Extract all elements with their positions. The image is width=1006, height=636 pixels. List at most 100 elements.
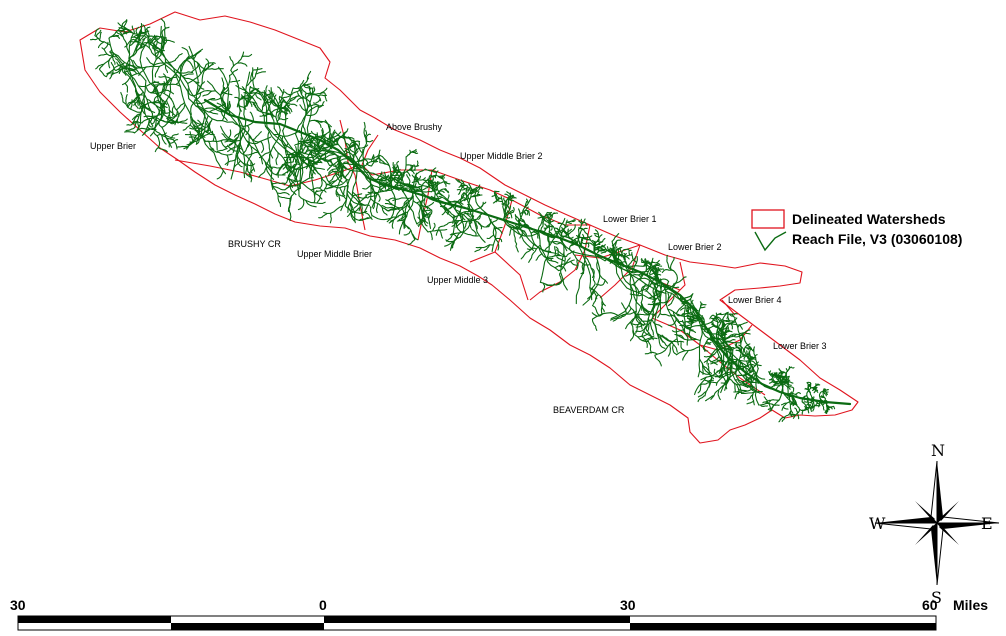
tributary-stream (522, 219, 530, 228)
tributary-stream (243, 85, 252, 108)
label-lower-brier-4: Lower Brier 4 (728, 295, 782, 305)
tributary-stream (246, 134, 250, 148)
tributary-stream (593, 241, 603, 247)
tributary-stream (181, 73, 194, 78)
tributary-stream (118, 27, 128, 30)
tributary-stream (635, 326, 648, 333)
tributary-stream (733, 318, 742, 344)
tributary-stream (396, 160, 400, 168)
tributary-stream (153, 131, 161, 153)
tributary-stream (445, 205, 463, 242)
tributary-stream (508, 209, 514, 215)
tributary-stream (735, 358, 740, 383)
tributary-stream (705, 341, 711, 345)
tributary-stream (710, 355, 720, 363)
tributary-stream (575, 248, 586, 305)
tributary-stream (153, 34, 163, 45)
tributary-stream (158, 76, 171, 80)
tributary-stream (688, 329, 693, 341)
tributary-stream (812, 387, 819, 391)
tributary-stream (313, 151, 321, 157)
tributary-stream (538, 247, 554, 260)
tributary-stream (502, 219, 539, 237)
tributary-stream (374, 172, 393, 182)
tributary-stream (413, 188, 432, 229)
tributary-stream (142, 35, 165, 41)
tributary-stream (339, 158, 369, 172)
tributary-stream (292, 77, 310, 90)
tributary-stream (440, 174, 446, 179)
tributary-stream (324, 159, 331, 167)
tributary-stream (153, 129, 175, 141)
tributary-stream (192, 50, 202, 60)
label-upper-middle-3: Upper Middle 3 (427, 275, 488, 285)
watershed-boundary-outer (79, 11, 859, 444)
tributary-stream (543, 225, 554, 229)
tributary-stream (109, 69, 114, 80)
tributary-stream (179, 54, 197, 74)
tributary-stream (584, 256, 595, 281)
tributary-stream (330, 158, 337, 168)
tributary-stream (378, 156, 381, 164)
tributary-stream (783, 383, 791, 390)
tributary-stream (255, 71, 267, 75)
tributary-stream (98, 53, 108, 57)
tributary-stream (269, 129, 281, 191)
tributary-stream (146, 98, 165, 112)
tributary-stream (559, 272, 563, 284)
tributary-stream (700, 381, 711, 385)
tributary-stream (228, 68, 239, 77)
tributary-stream (503, 202, 510, 213)
tributary-stream (528, 244, 541, 263)
tributary-stream (807, 408, 810, 414)
tributary-stream (234, 128, 244, 138)
tributary-stream (753, 348, 759, 370)
tributary-stream (625, 255, 630, 260)
tributary-stream (277, 195, 291, 200)
tributary-stream (314, 189, 327, 194)
tributary-stream (164, 76, 174, 86)
tributary-stream (389, 166, 398, 179)
tributary-stream (439, 229, 444, 239)
tributary-stream (680, 311, 692, 316)
tributary-stream (702, 338, 709, 350)
tributary-stream (328, 168, 338, 174)
tributary-stream (491, 217, 499, 223)
tributary-stream (268, 89, 272, 100)
tributary-stream (287, 102, 298, 107)
tributary-stream (612, 314, 624, 322)
scale-label-60: 60 (922, 597, 938, 613)
tributary-stream (681, 324, 690, 336)
tributary-stream (309, 162, 318, 165)
tributary-stream (659, 313, 673, 317)
tributary-stream (296, 96, 304, 103)
tributary-stream (770, 385, 784, 412)
tributary-stream (680, 301, 692, 306)
tributary-stream (257, 167, 267, 178)
scale-label-30-left: 30 (10, 597, 26, 613)
tributary-stream (801, 394, 808, 403)
tributary-stream (790, 402, 797, 406)
tributary-stream (745, 375, 754, 383)
tributary-stream (228, 136, 239, 146)
tributary-stream (594, 229, 600, 239)
tributary-stream (221, 98, 227, 122)
tributary-stream (591, 304, 600, 316)
tributary-stream (622, 307, 632, 318)
tributary-stream (635, 316, 645, 327)
tributary-stream (282, 87, 294, 132)
tributary-stream (500, 196, 506, 221)
tributary-stream (699, 306, 706, 309)
tributary-stream (457, 189, 462, 195)
tributary-stream (351, 191, 361, 212)
tributary-stream (424, 168, 438, 174)
tributary-stream (709, 348, 718, 358)
tributary-stream (128, 44, 142, 59)
tributary-stream (619, 264, 648, 269)
tributary-stream (615, 246, 618, 252)
tributary-stream (127, 91, 144, 108)
tributary-stream (712, 319, 719, 323)
tributary-stream (578, 227, 585, 230)
tributary-stream (556, 227, 563, 237)
tributary-stream (663, 282, 675, 291)
